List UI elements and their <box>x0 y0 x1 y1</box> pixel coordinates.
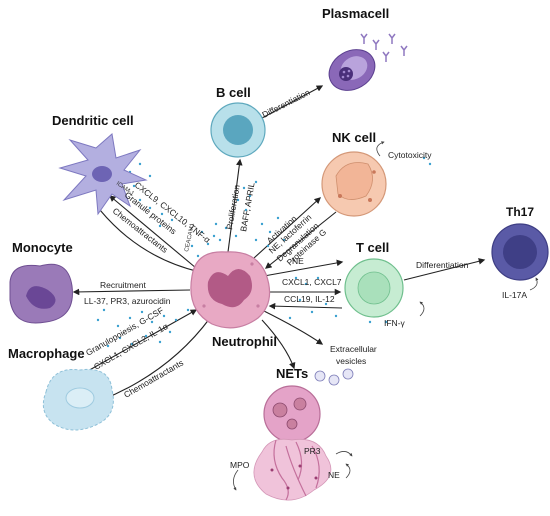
vesicles-icon <box>314 368 354 386</box>
cytotoxicity-label: Cytotoxicity <box>388 150 432 160</box>
arrow-neutrophil-to-nets <box>261 319 296 370</box>
neutrophil-icon <box>190 251 271 329</box>
b-cell-icon <box>210 102 266 158</box>
ifn-g-label: IFN-γ <box>384 318 406 328</box>
vesicles-label: vesicles <box>336 356 366 366</box>
macrophage-icon <box>42 368 114 431</box>
b-cell-label: B cell <box>216 85 251 100</box>
monocyte-label: Monocyte <box>12 240 73 255</box>
cxcl1-cxcl7-label: CXCL1, CXCL7 <box>282 277 342 287</box>
nets-icon <box>253 385 332 501</box>
antibody-icons <box>360 33 408 62</box>
arrow-tcell-to-neutrophil <box>268 302 343 310</box>
arrow-tcell-to-th17 <box>403 258 486 281</box>
ll37-label: LL-37, PR3, azurocidin <box>84 296 171 306</box>
secreted-dots <box>96 156 432 348</box>
arrow-bcell-to-plasmacell <box>261 85 324 119</box>
plasmacell-icon <box>328 33 408 91</box>
ne-nets-label: NE <box>328 470 340 480</box>
arrow-neutrophil-to-tcell-ne <box>263 259 344 277</box>
arrows <box>72 85 486 402</box>
arrow-neutrophil-to-dendritic <box>108 195 197 269</box>
recruitment-label: Recruitment <box>100 280 146 290</box>
plasmacell-label: Plasmacell <box>322 6 389 21</box>
nk-cell-label: NK cell <box>332 130 376 145</box>
t-cell-label: T cell <box>356 240 389 255</box>
arrow-neutrophil-to-monocyte <box>72 288 191 296</box>
t-cell-icon <box>344 258 404 318</box>
arrow-neutrophil-to-nkcell-1 <box>253 197 321 259</box>
differentiation-b-label: Differentiation <box>260 87 311 120</box>
arrow-neutrophil-to-vesicles <box>261 309 324 345</box>
extracellular-label: Extracellular <box>330 344 377 354</box>
differentiation-t-label: Differentiation <box>416 260 469 270</box>
dendritic-cell-label: Dendritic cell <box>52 113 134 128</box>
macrophage-label: Macrophage <box>8 346 85 361</box>
il17a-label: IL-17A <box>502 290 527 300</box>
arrow-dendritic-to-neutrophil <box>99 209 202 275</box>
th17-icon <box>491 223 549 281</box>
nets-label: NETs <box>276 366 308 381</box>
nk-cell-icon <box>321 151 387 217</box>
arrow-neutrophil-to-macrophage <box>100 317 211 402</box>
arrow-nkcell-to-neutrophil <box>264 211 337 269</box>
dendritic-cell-icon <box>58 133 148 216</box>
monocyte-icon <box>9 263 73 324</box>
arrow-macrophage-to-neutrophil <box>85 309 198 373</box>
curved-secretion-arrows <box>233 141 539 491</box>
pr3-label: PR3 <box>304 446 321 456</box>
neutrophil-label: Neutrophil <box>212 334 277 349</box>
mpo-label: MPO <box>230 460 250 470</box>
arrow-neutrophil-to-bcell <box>227 158 243 253</box>
ne-t-label: NE <box>292 256 304 266</box>
chemoattractants-mac-label: Chemoattractants <box>122 358 185 400</box>
th17-label: Th17 <box>506 205 534 219</box>
ccl19-il12-label: CCL19, IL-12 <box>284 294 335 304</box>
